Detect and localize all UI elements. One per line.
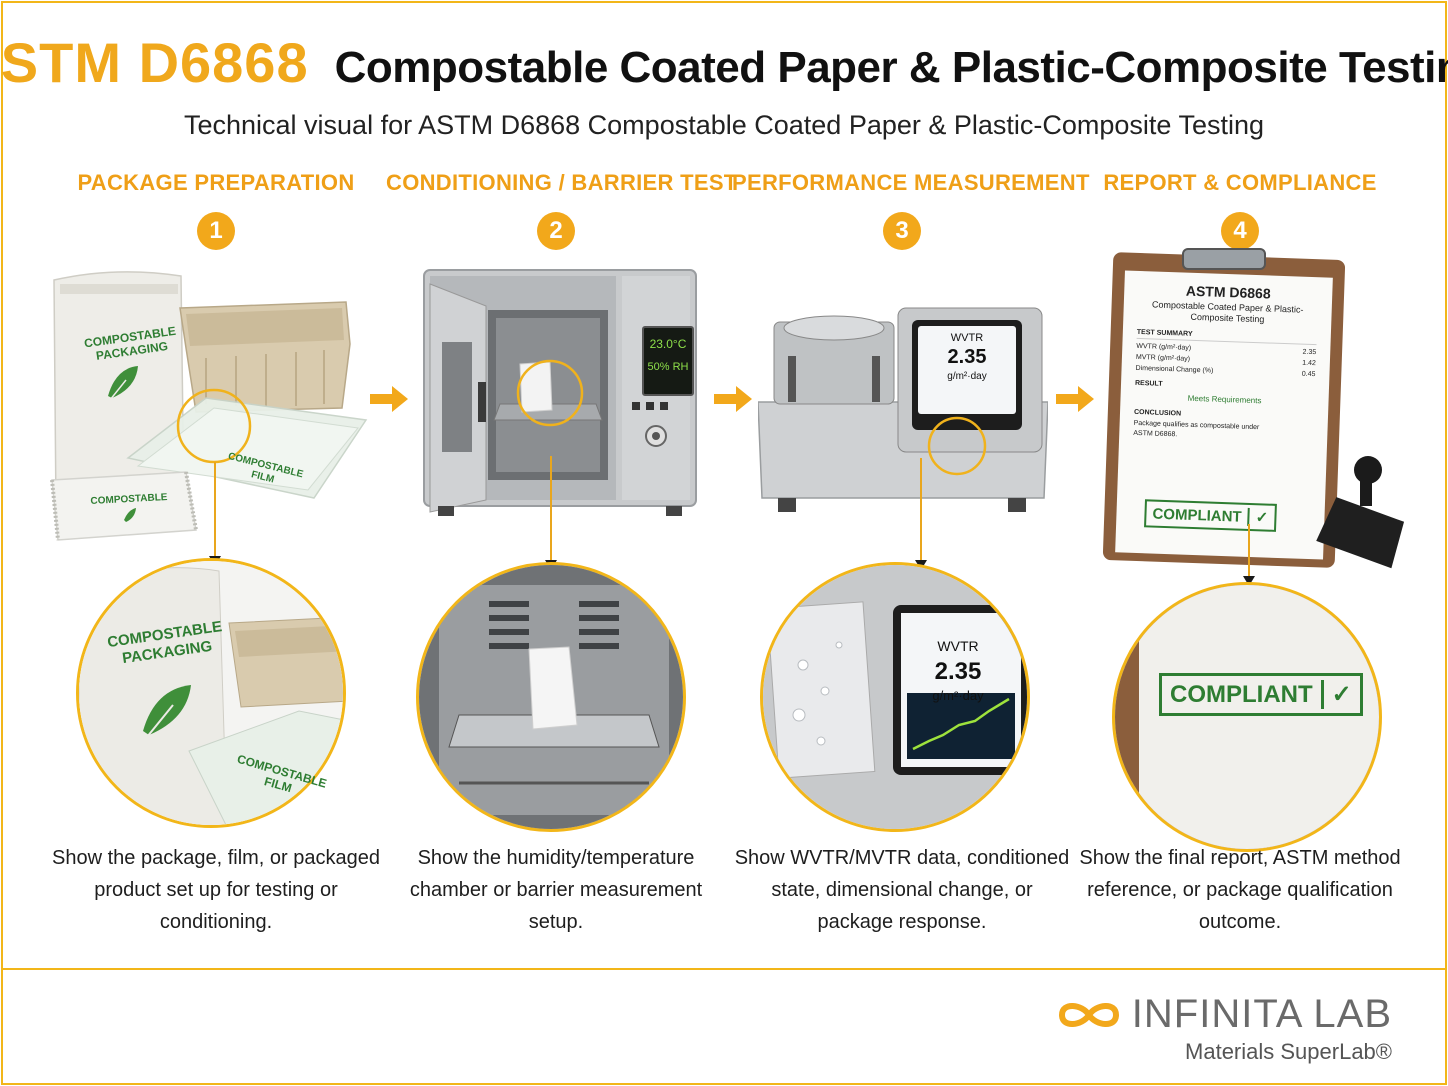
step-package-preparation: PACKAGE PREPARATION 1 COMPOSTABLE PACKAG… bbox=[46, 170, 386, 950]
infinity-icon bbox=[1058, 1002, 1119, 1027]
report-subtitle: Compostable Coated Paper & Plastic-Compo… bbox=[1151, 299, 1304, 325]
zoom-screen-readout: WVTR 2.35 g/m²·day bbox=[900, 638, 1016, 703]
zoom-connector bbox=[209, 462, 221, 566]
step-number-badge: 3 bbox=[883, 212, 921, 250]
chamber-illustration bbox=[423, 269, 697, 516]
row-label: Dimensional Change (%) bbox=[1135, 364, 1214, 375]
summary-heading: TEST SUMMARY bbox=[1136, 328, 1317, 346]
clipboard-clip-icon bbox=[1182, 248, 1266, 270]
check-icon: ✓ bbox=[1247, 507, 1269, 527]
result-heading: RESULT bbox=[1134, 379, 1163, 388]
screen-label: WVTR bbox=[950, 332, 984, 344]
zoom-detail-packaging bbox=[76, 558, 346, 828]
title-row: ASTM D6868 Compostable Coated Paper & Pl… bbox=[0, 30, 1448, 95]
step-performance-measurement: PERFORMANCE MEASUREMENT 3 WVTR 2.35 g/m²… bbox=[732, 170, 1090, 950]
humidity-readout: 50% RH bbox=[647, 361, 689, 373]
report-sheet: ASTM D6868 Compostable Coated Paper & Pl… bbox=[1115, 270, 1333, 560]
zoom-detail-tester bbox=[760, 562, 1030, 832]
zoom-screen-value: 2.35 bbox=[934, 658, 982, 685]
zoom-check-icon: ✓ bbox=[1320, 680, 1352, 709]
row-value: 0.45 bbox=[1301, 370, 1316, 379]
row-label: MVTR (g/m²·day) bbox=[1135, 353, 1191, 363]
standard-code: ASTM D6868 bbox=[0, 31, 309, 94]
row-value: 2.35 bbox=[1302, 348, 1317, 357]
zoom-screen-unit: g/m²·day bbox=[932, 688, 984, 703]
brand-tagline: Materials SuperLab® bbox=[1185, 1039, 1392, 1064]
flow-arrow-icon bbox=[714, 386, 752, 412]
zoom-screen-label: WVTR bbox=[937, 638, 979, 654]
step-number-badge: 1 bbox=[197, 212, 235, 250]
rubber-stamp-icon bbox=[1316, 456, 1405, 569]
step-conditioning-barrier-test: CONDITIONING / BARRIER TEST 2 23.0°C 50%… bbox=[386, 170, 738, 950]
screen-unit: g/m²·day bbox=[947, 371, 987, 382]
zoom-detail-chamber bbox=[416, 562, 686, 832]
flow-arrow-icon bbox=[370, 386, 408, 412]
step-title: REPORT & COMPLIANCE bbox=[1103, 170, 1377, 195]
flow-arrow-icon bbox=[1056, 386, 1094, 412]
zoom-connector bbox=[545, 456, 557, 570]
step-caption: Show the humidity/temperature chamber or… bbox=[409, 847, 703, 933]
compliant-stamp: COMPLIANT ✓ bbox=[1144, 499, 1277, 532]
temperature-readout: 23.0°C bbox=[649, 337, 687, 351]
report-row: Dimensional Change (%) 0.45 bbox=[1135, 365, 1315, 378]
page-title: Compostable Coated Paper & Plastic-Compo… bbox=[334, 43, 1448, 92]
screen-value: 2.35 bbox=[947, 346, 987, 368]
page-subtitle: Technical visual for ASTM D6868 Composta… bbox=[183, 110, 1265, 140]
step-title: PERFORMANCE MEASUREMENT bbox=[732, 170, 1090, 195]
chamber-display: 23.0°C 50% RH bbox=[642, 326, 694, 396]
step-number-badge: 4 bbox=[1221, 212, 1259, 250]
zoom-detail-report: COMPLIANT ✓ bbox=[1112, 582, 1382, 852]
brand-name: INFINITA LAB bbox=[1131, 992, 1392, 1036]
conclusion-text: Package qualifies as compostable under A… bbox=[1133, 419, 1260, 439]
zoom-connector bbox=[1243, 524, 1255, 586]
step-caption: Show WVTR/MVTR data, conditioned state, … bbox=[734, 847, 1070, 933]
footer-divider bbox=[3, 968, 1445, 970]
packaging-illustration bbox=[50, 271, 368, 541]
tester-screen: WVTR 2.35 g/m²·day bbox=[912, 320, 1022, 476]
row-label: WVTR (g/m²·day) bbox=[1136, 342, 1192, 352]
step-title: PACKAGE PREPARATION bbox=[77, 170, 355, 195]
zoom-compliant-stamp: COMPLIANT ✓ bbox=[1159, 673, 1363, 716]
row-value: 1.42 bbox=[1302, 359, 1316, 368]
stamp-label: COMPLIANT bbox=[1152, 505, 1242, 526]
step-title: CONDITIONING / BARRIER TEST bbox=[386, 170, 738, 195]
leaf-icon bbox=[108, 366, 138, 401]
step-caption: Show the final report, ASTM method refer… bbox=[1079, 847, 1401, 933]
zoom-stamp-label: COMPLIANT bbox=[1170, 680, 1313, 708]
result-value: Meets Requirements bbox=[1187, 393, 1262, 406]
zoom-connector bbox=[915, 458, 927, 570]
step-number-badge: 2 bbox=[537, 212, 575, 250]
step-report-compliance: REPORT & COMPLIANCE 4 ASTM D6868 Compost… bbox=[1070, 170, 1410, 950]
brand-logo: INFINITA LAB Materials SuperLab® bbox=[1056, 992, 1392, 1065]
step-caption: Show the package, film, or packaged prod… bbox=[52, 847, 380, 933]
